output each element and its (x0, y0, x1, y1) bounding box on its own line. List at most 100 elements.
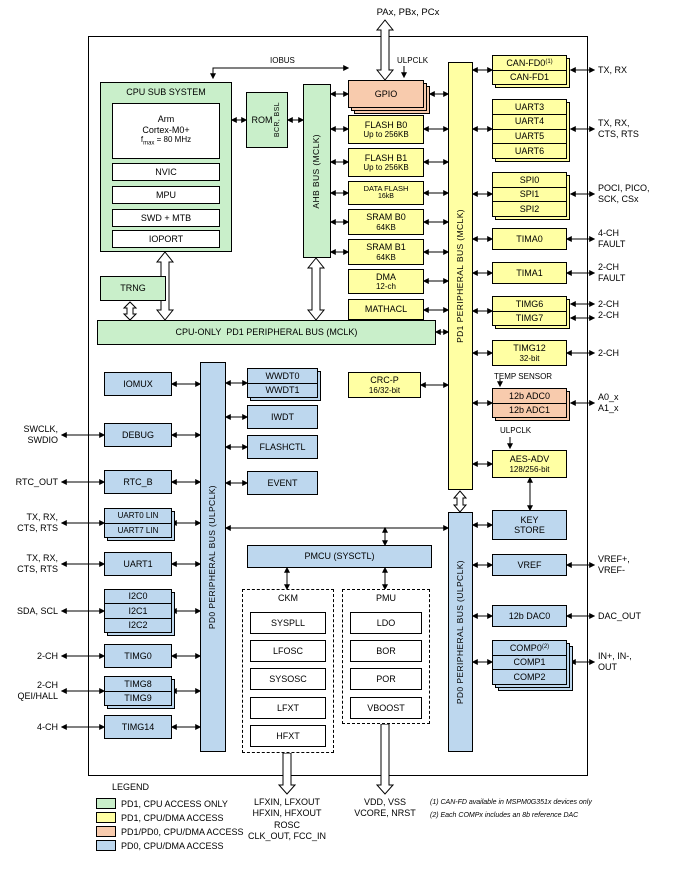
legend-item-pd0: PD0, CPU/DMA ACCESS (96, 840, 224, 851)
uart1-block: UART1 (104, 552, 172, 576)
lfxt-block: LFXT (250, 697, 326, 719)
rom-sub-label: BCR, BSL (274, 102, 282, 138)
legend-item-pd1-cpu: PD1, CPU ACCESS ONLY (96, 798, 228, 809)
can-fd-block: CAN-FD0(1) CAN-FD1 (492, 55, 567, 85)
pin-i2c: SDA, SCL (16, 606, 58, 616)
comp0-label: COMP0(2) (509, 642, 550, 653)
pd1-pd0-bridge-arrow (452, 490, 468, 513)
cpu-core-arm: Arm (157, 114, 175, 125)
iobus-label: IOBUS (270, 56, 295, 65)
pd1-peripheral-bus: PD1 PERIPHERAL BUS (MCLK) (448, 62, 473, 490)
pin-spi: POCI, PICO,SCK, CSx (598, 183, 650, 205)
pin-timg0: 2-CH (36, 651, 58, 661)
pin-can: TX, RX (598, 65, 628, 75)
hfxt-block: HFXT (250, 725, 326, 747)
tima1-block: TIMA1 (492, 262, 567, 284)
ahb-bus: AHB BUS (MCLK) (303, 84, 331, 258)
ahb-bus-arrow (306, 257, 326, 321)
legend-item-pd1-dma: PD1, CPU/DMA ACCESS (96, 812, 224, 823)
ldo-block: LDO (350, 612, 422, 634)
pin-uart07: TX, RX,CTS, RTS (17, 512, 58, 534)
footnote-2: (2) Each COMPx includes an 8b reference … (430, 812, 579, 820)
nvic-block: NVIC (112, 163, 220, 181)
dac0-block: 12b DAC0 (492, 605, 567, 627)
debug-block: DEBUG (104, 423, 172, 447)
cpu-core-name: Cortex-M0+ (142, 124, 190, 135)
timg8-9-block: TIMG8 TIMG9 (104, 676, 172, 706)
pin-rtc-out: RTC_OUT (15, 477, 58, 487)
ioport-block: IOPORT (112, 230, 220, 248)
cpu-core-block: Arm Cortex-M0+ fmax = 80 MHz (112, 103, 220, 159)
syspll-block: SYSPLL (250, 612, 326, 634)
cpu-core-fmax: fmax = 80 MHz (140, 135, 192, 147)
legend-swatch-orange (96, 826, 116, 837)
vboost-block: VBOOST (350, 697, 422, 719)
pmu-title: PMU (376, 593, 396, 603)
timg14-block: TIMG14 (104, 715, 172, 739)
can-fd1-label: CAN-FD1 (493, 69, 566, 85)
pd0-peripheral-bus-left: PD0 PERIPHERAL BUS (ULPCLK) (200, 362, 226, 752)
legend-swatch-yellow (96, 812, 116, 823)
mpu-block: MPU (112, 186, 220, 204)
pin-timg14: 4-CH (36, 722, 58, 732)
vref-block: VREF (492, 554, 567, 576)
ckm-pins-arrow (277, 752, 297, 795)
ulpclk-top-label: ULPCLK (397, 56, 429, 65)
adc-block: 12b ADC0 12b ADC1 (492, 388, 567, 418)
flashctl-block: FLASHCTL (247, 435, 318, 459)
trng-block: TRNG (100, 276, 166, 301)
pin-dac: DAC_OUT (598, 611, 642, 621)
lfosc-block: LFOSC (250, 640, 326, 662)
uart0-7-lin-block: UART0 LIN UART7 LIN (104, 508, 172, 538)
legend-item-pd1-pd0: PD1/PD0, CPU/DMA ACCESS (96, 826, 244, 837)
pin-uart36: TX, RX,CTS, RTS (598, 118, 639, 140)
iomux-block: IOMUX (104, 372, 172, 396)
comp-block: COMP0(2) COMP1 COMP2 (492, 640, 567, 685)
pd0-peripheral-bus-right: PD0 PERIPHERAL BUS (ULPCLK) (448, 512, 473, 752)
pins-top-label: PAx, PBx, PCx (376, 7, 440, 18)
cpu-only-pd1-bus: CPU-ONLY PD1 PERIPHERAL BUS (MCLK) (97, 320, 436, 345)
trng-bus-arrow (122, 301, 138, 321)
legend-title: LEGEND (112, 782, 150, 792)
temp-sensor-label: TEMP SENSOR (494, 372, 553, 381)
uart3-6-block: UART3 UART4 UART5 UART6 (492, 99, 567, 159)
pin-swclk-swdio: SWCLK,SWDIO (23, 424, 58, 446)
mathacl-block: MATHACL (348, 299, 424, 320)
pin-uart1: TX, RX,CTS, RTS (17, 553, 58, 575)
i2c-block: I2C0 I2C1 I2C2 (104, 589, 172, 633)
por-block: POR (350, 668, 422, 690)
legend-swatch-green (96, 798, 116, 809)
gpio-block: GPIO (348, 80, 424, 108)
tima0-block: TIMA0 (492, 228, 567, 250)
can-fd0-label: CAN-FD0(1) (506, 57, 553, 68)
ckm-title: CKM (278, 593, 298, 603)
sysosc-block: SYSOSC (250, 668, 326, 690)
bor-block: BOR (350, 640, 422, 662)
rom-label: ROM (251, 114, 273, 125)
pin-vref: VREF+,VREF- (598, 554, 630, 576)
wwdt-block: WWDT0 WWDT1 (247, 368, 318, 398)
footnotes: (1) CAN-FD available in MSPM0G351x devic… (430, 796, 602, 823)
pmcu-block: PMCU (SYSCTL) (247, 545, 432, 568)
pmu-pins-arrow (375, 723, 395, 795)
legend-swatch-blue (96, 840, 116, 851)
cpu-subsystem-title: CPU SUB SYSTEM (126, 87, 206, 97)
iwdt-block: IWDT (247, 405, 318, 429)
